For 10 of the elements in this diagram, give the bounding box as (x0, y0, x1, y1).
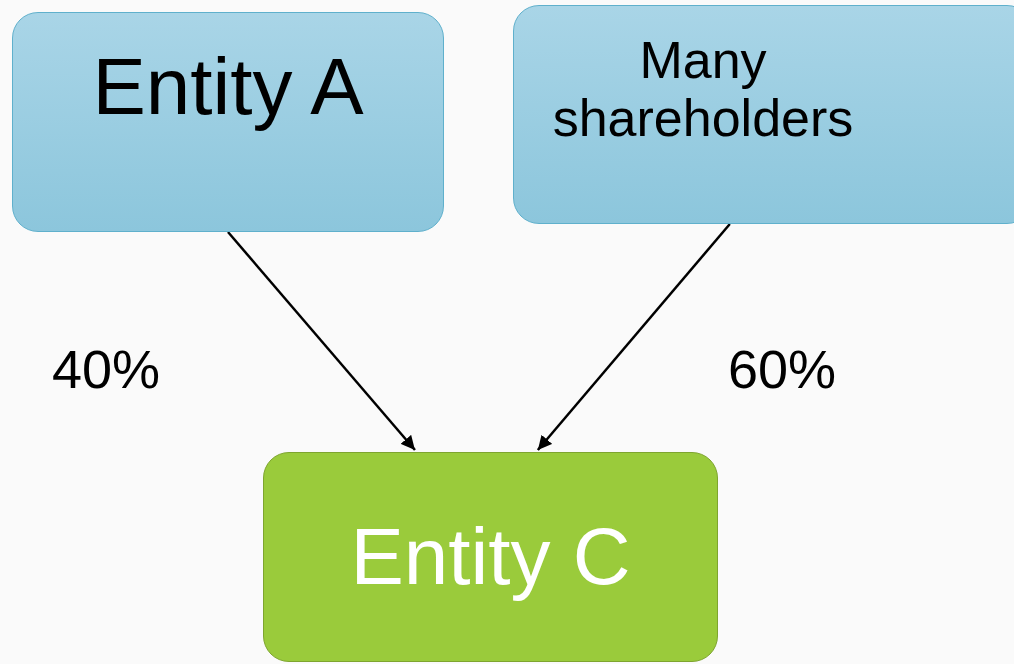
entity-box (263, 452, 718, 662)
arrow (227, 231, 416, 451)
entity-name: Entity A (92, 43, 364, 131)
edge-label: 40% (52, 338, 161, 400)
arrow (536, 223, 731, 451)
entity-name: Many shareholders (551, 32, 855, 147)
edge-label: 60% (728, 338, 837, 400)
entity-box (513, 5, 1014, 224)
entity-box (12, 12, 444, 232)
entity-name: Entity C (350, 513, 631, 601)
